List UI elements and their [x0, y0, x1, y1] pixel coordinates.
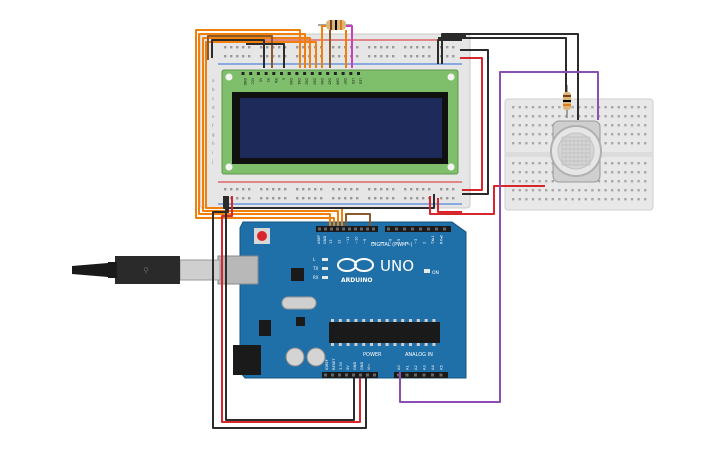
uno-brand-text: ARDUINO: [341, 277, 372, 284]
lcd-pin-label: RW: [274, 78, 278, 84]
lcd-pin-label: E: [282, 78, 286, 80]
lcd-pin-label: LED: [351, 78, 355, 85]
uno-digital-label: DIGITAL (PWM~): [371, 242, 413, 248]
uno-pin-label: GND: [360, 362, 364, 370]
svg-text:⚲: ⚲: [143, 266, 149, 275]
uno-pin-label: A0: [397, 365, 401, 370]
wire-orange[interactable]: [198, 33, 331, 226]
lcd-pin-label: LED: [359, 78, 363, 85]
uno-pin-label: 3.3V: [339, 361, 343, 370]
lcd-pin-label: DB4: [320, 78, 324, 85]
wire-black[interactable]: [460, 49, 489, 195]
wire-black[interactable]: [223, 194, 435, 209]
uno-pin-label: 4: [406, 241, 410, 244]
uno-pin-label: TX▸1: [431, 235, 435, 245]
uno-pin-label: A2: [414, 365, 418, 370]
uno-pin-label: ~6: [389, 238, 393, 244]
uno-power-label: POWER: [363, 352, 382, 358]
lcd-pin-label: DB6: [335, 78, 339, 85]
lcd-pin-label: V0: [258, 78, 262, 82]
uno-pin-label: RX◂0: [440, 234, 444, 244]
wire-red[interactable]: [437, 198, 462, 213]
uno-pin-label: GND: [353, 362, 357, 370]
uno-led-label: L: [313, 257, 316, 262]
uno-pin-label: ~3: [414, 239, 418, 244]
wire-black[interactable]: [438, 37, 567, 92]
uno-pin-label: RESET: [332, 358, 336, 370]
lcd-pin-label: GND: [243, 78, 247, 86]
row-letter: i: [212, 150, 213, 155]
uno-pin-label: AREF: [317, 235, 321, 244]
row-letter: f: [212, 123, 214, 128]
wire-orange[interactable]: [321, 25, 326, 68]
row-letter: e: [212, 114, 215, 119]
wire-red[interactable]: [460, 57, 483, 191]
uno-pin-label: IOREF: [325, 359, 329, 370]
row-letter: h: [212, 141, 215, 146]
lcd-pin-label: DB7: [343, 78, 347, 85]
uno-model-text: UNO: [380, 257, 414, 275]
lcd-pin-label: DB0: [289, 78, 293, 85]
uno-pin-label: ~5: [397, 239, 401, 244]
wire-black[interactable]: [437, 39, 462, 64]
uno-pin-label: A4: [431, 365, 435, 370]
row-letter: g: [212, 132, 215, 137]
uno-led-label: TX: [312, 266, 318, 271]
uno-pin-label: ~9: [363, 238, 367, 244]
lcd-pin-label: DB2: [305, 78, 309, 85]
row-letter: j: [211, 159, 213, 164]
uno-pin-label: Vin: [367, 364, 371, 370]
lcd-pin-label: VCC: [251, 78, 255, 85]
gas-sensor[interactable]: [550, 120, 602, 183]
uno-pin-label: 5V: [346, 365, 350, 370]
uno-pin-label: A5: [440, 365, 444, 370]
uno-led-label: RX: [313, 275, 319, 280]
lcd-pin-label: DB1: [297, 78, 301, 85]
arduino-uno[interactable]: UNO ARDUINO DIGITAL (PWM~) POWER ANALOG …: [217, 221, 467, 379]
uno-pin-label: GND: [323, 236, 327, 244]
wire-orange[interactable]: [195, 29, 335, 226]
wire-orange[interactable]: [205, 41, 343, 226]
uno-pin-label: 7: [380, 242, 384, 244]
lcd-screen: [240, 98, 442, 158]
lcd-pin-label: DB5: [328, 78, 332, 85]
wire-black[interactable]: [211, 39, 265, 68]
uno-pin-label: ~10: [355, 236, 359, 244]
wire-brown[interactable]: [345, 213, 371, 226]
row-letter: c: [212, 96, 214, 101]
wire-black[interactable]: [212, 196, 367, 429]
row-letter: a: [212, 78, 215, 83]
wire-black[interactable]: [225, 196, 355, 421]
wire-brown[interactable]: [207, 35, 273, 68]
uno-pin-label: 8: [372, 241, 376, 244]
wires[interactable]: [195, 25, 599, 429]
uno-pin-label: A3: [423, 365, 427, 370]
usb-cable[interactable]: ⚲: [72, 256, 221, 284]
wire-magenta[interactable]: [346, 25, 353, 68]
uno-pin-label: 12: [338, 239, 342, 244]
wire-purple[interactable]: [399, 71, 599, 403]
row-letter: d: [212, 105, 215, 110]
lcd-pin-label: RS: [266, 78, 270, 82]
uno-pin-label: 2: [423, 242, 427, 244]
uno-on-label: ON: [432, 270, 439, 276]
uno-pin-label: 13: [329, 239, 333, 244]
uno-pin-label: ~11: [346, 236, 350, 244]
lcd-pin-label: DB3: [312, 78, 316, 85]
wire-black[interactable]: [246, 43, 285, 68]
wire-red[interactable]: [221, 196, 361, 423]
uno-analog-label: ANALOG IN: [405, 352, 433, 358]
uno-pin-label: A1: [406, 365, 410, 370]
wire-red[interactable]: [429, 185, 545, 215]
row-letter: b: [212, 87, 215, 92]
